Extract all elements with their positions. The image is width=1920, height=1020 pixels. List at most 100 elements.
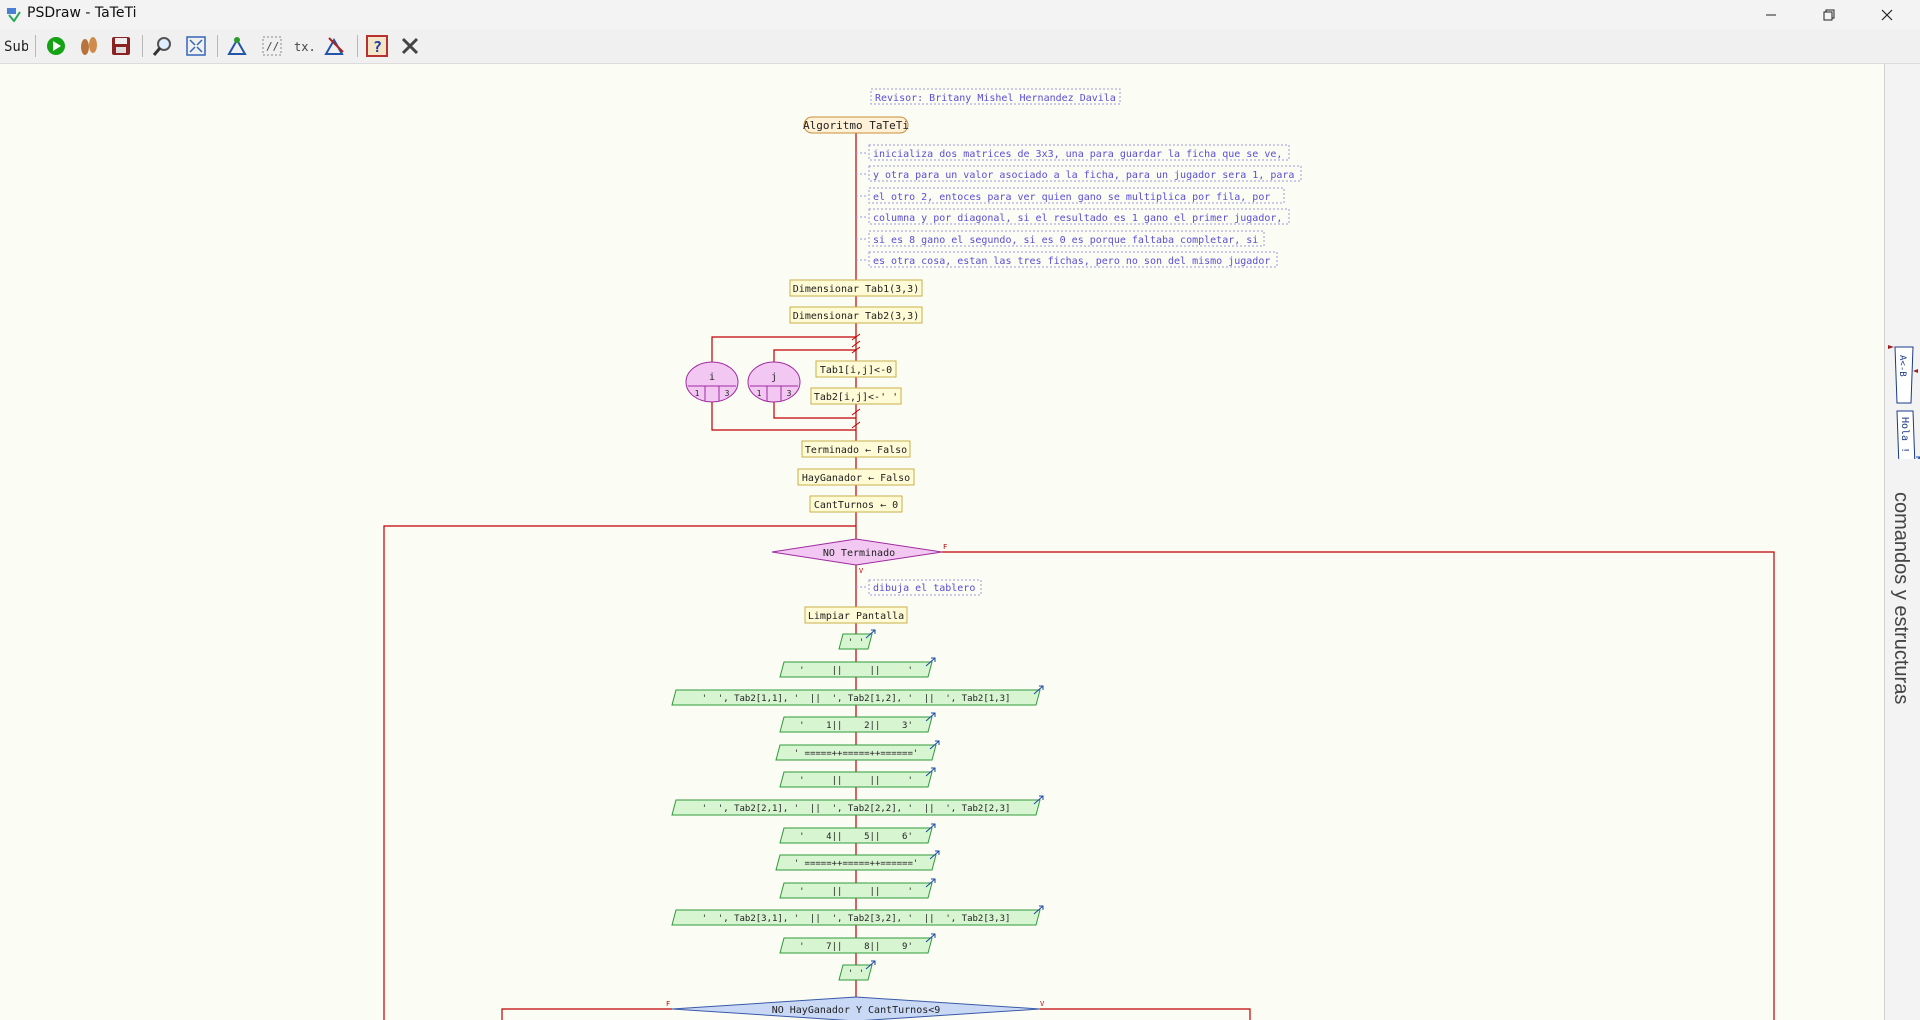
output-block[interactable]: ' 7|| 8|| 9' xyxy=(779,933,936,954)
comment-block[interactable]: inicializa dos matrices de 3x3, una para… xyxy=(856,144,1302,268)
svg-text:1: 1 xyxy=(757,389,762,398)
svg-text:1: 1 xyxy=(695,389,700,398)
help-button[interactable]: ? xyxy=(364,33,390,59)
svg-text:NO HayGanador Y CantTurnos<9: NO HayGanador Y CantTurnos<9 xyxy=(772,1005,941,1016)
reviewer-comment[interactable]: Revisor: Britany Mishel Hernandez Davila xyxy=(870,88,1121,105)
run-button[interactable] xyxy=(43,33,69,59)
diagram-canvas[interactable]: Revisor: Britany Mishel Hernandez Davila… xyxy=(0,64,1884,1020)
restore-button[interactable] xyxy=(1800,0,1858,29)
side-panel-label[interactable]: comandos y estructuras xyxy=(1890,492,1912,705)
svg-text:' 4|| 5|| 6': ' 4|| 5|| 6' xyxy=(799,832,913,842)
comment-toggle-button[interactable]: // xyxy=(259,33,285,59)
svg-text:' ', Tab2[1,1], ' || ', Tab: ' ', Tab2[1,1], ' || ', Tab2[1,2], ' || … xyxy=(702,694,1011,704)
assign-cantturnos-block[interactable]: CantTurnos ← 0 xyxy=(809,495,903,513)
output-block[interactable]: ' ' xyxy=(838,960,876,981)
svg-text://: // xyxy=(266,40,279,53)
svg-text:' ', Tab2[2,1], ' || ', Tab: ' ', Tab2[2,1], ' || ', Tab2[2,2], ' || … xyxy=(702,804,1011,814)
svg-text:Algoritmo TaTeTi: Algoritmo TaTeTi xyxy=(803,119,909,132)
while-condition[interactable]: NO Terminado F V xyxy=(771,538,947,575)
sub-button[interactable]: Sub xyxy=(2,33,28,59)
close-window-button[interactable] xyxy=(1858,0,1916,29)
output-block[interactable]: ' =====++=====++======' xyxy=(775,850,940,871)
svg-text:' || || ': ' || || ' xyxy=(799,776,913,786)
toolbar-separator xyxy=(217,35,218,57)
comment-toggle-icon: // xyxy=(262,36,282,56)
output-block[interactable]: ' ' xyxy=(838,629,876,650)
text-mode-icon: tx. xyxy=(294,40,315,54)
while-exit-line xyxy=(942,551,1775,1020)
text-mode-button[interactable]: tx. xyxy=(290,33,316,59)
assign-tab[interactable]: A<-B xyxy=(1888,345,1918,404)
edit-flow-icon xyxy=(227,37,247,55)
svg-text:j: j xyxy=(771,372,777,383)
for-loop-i[interactable]: i 1 3 xyxy=(685,336,856,431)
help-icon: ? xyxy=(366,35,388,57)
close-icon xyxy=(1881,9,1893,20)
toolbar: Sub // tx. ? xyxy=(0,29,1920,64)
if-condition[interactable]: NO HayGanador Y CantTurnos<9 F V xyxy=(666,996,1045,1020)
svg-text:' =====++=====++======': ' =====++=====++======' xyxy=(794,859,919,869)
minimize-icon xyxy=(1766,14,1776,15)
output-block[interactable]: ' || || ' xyxy=(779,657,936,678)
fit-screen-icon xyxy=(186,36,206,56)
while-return-line xyxy=(383,525,856,1020)
output-block[interactable]: ' || || ' xyxy=(779,878,936,899)
app-icon xyxy=(7,8,21,22)
svg-text:Sub: Sub xyxy=(4,39,28,55)
assign-terminado-block[interactable]: Terminado ← Falso xyxy=(801,440,911,458)
svg-text:tx.: tx. xyxy=(294,40,315,54)
output-block[interactable]: ' 1|| 2|| 3' xyxy=(779,712,936,733)
assign-hayganador-block[interactable]: HayGanador ← Falso xyxy=(797,468,915,486)
output-block[interactable]: ' ', Tab2[1,1], ' || ', Tab2[1,2], ' || … xyxy=(671,685,1044,706)
flowchart[interactable]: Revisor: Britany Mishel Hernandez Davila… xyxy=(0,64,1884,1020)
dimension-tab2-block[interactable]: Dimensionar Tab2(3,3) xyxy=(789,306,923,324)
zoom-icon xyxy=(152,37,171,56)
commands-side-panel[interactable]: A<-B Hola ! comandos y estructuras xyxy=(1884,64,1920,1020)
svg-text:Dimensionar Tab2(3,3): Dimensionar Tab2(3,3) xyxy=(793,311,919,322)
minimize-button[interactable] xyxy=(1742,0,1800,29)
side-tabs: A<-B Hola ! xyxy=(1888,345,1920,459)
svg-text:' ': ' ' xyxy=(848,969,864,979)
if-false-line xyxy=(501,1008,672,1020)
output-block[interactable]: ' || || ' xyxy=(779,767,936,788)
svg-text:dibuja el tablero: dibuja el tablero xyxy=(873,583,975,594)
save-icon xyxy=(112,37,130,55)
svg-text:Dimensionar Tab1(3,3): Dimensionar Tab1(3,3) xyxy=(793,284,919,295)
output-block[interactable]: ' ', Tab2[3,1], ' || ', Tab2[3,2], ' || … xyxy=(671,905,1044,926)
edit-flow-button[interactable] xyxy=(224,33,250,59)
subprocess-icon: Sub xyxy=(4,39,28,55)
toolbar-separator xyxy=(142,35,143,57)
clear-screen-block[interactable]: Limpiar Pantalla xyxy=(804,606,908,624)
svg-text:Limpiar Pantalla: Limpiar Pantalla xyxy=(808,611,904,622)
svg-text:V: V xyxy=(1040,1000,1045,1008)
title-bar: PSDraw - TaTeTi xyxy=(0,0,1920,30)
close-diagram-button[interactable] xyxy=(397,33,423,59)
toolbar-separator xyxy=(357,35,358,57)
dimension-tab1-block[interactable]: Dimensionar Tab1(3,3) xyxy=(789,279,923,297)
step-button[interactable] xyxy=(76,33,102,59)
svg-text:A<-B: A<-B xyxy=(1897,355,1907,377)
assign-tab1-block[interactable]: Tab1[i,j]<-0 xyxy=(815,360,897,378)
zoom-button[interactable] xyxy=(150,33,176,59)
svg-text:3: 3 xyxy=(725,389,730,398)
svg-text:HayGanador ← Falso: HayGanador ← Falso xyxy=(802,473,910,484)
algorithm-start-block[interactable]: Algoritmo TaTeTi xyxy=(803,116,909,134)
output-block[interactable]: ' ', Tab2[2,1], ' || ', Tab2[2,2], ' || … xyxy=(671,795,1044,816)
svg-text:CantTurnos ← 0: CantTurnos ← 0 xyxy=(814,500,898,511)
output-tab[interactable]: Hola ! xyxy=(1896,410,1920,459)
output-block[interactable]: ' =====++=====++======' xyxy=(775,740,940,761)
comment-line: si es 8 gano el segundo, si es 0 es porq… xyxy=(873,235,1258,246)
svg-text:NO Terminado: NO Terminado xyxy=(823,548,895,559)
board-comment[interactable]: dibuja el tablero xyxy=(856,579,982,596)
fit-screen-button[interactable] xyxy=(183,33,209,59)
svg-text:i: i xyxy=(709,372,715,383)
close-diagram-icon xyxy=(401,37,419,55)
svg-text:' ': ' ' xyxy=(848,638,864,648)
output-block[interactable]: ' 4|| 5|| 6' xyxy=(779,823,936,844)
debug-button[interactable] xyxy=(322,33,348,59)
svg-text:F: F xyxy=(666,1000,670,1008)
assign-tab2-block[interactable]: Tab2[i,j]<-' ' xyxy=(810,387,902,405)
for-loop-j[interactable]: j 1 3 xyxy=(747,349,856,419)
save-button[interactable] xyxy=(108,33,134,59)
svg-text:?: ? xyxy=(373,38,382,56)
